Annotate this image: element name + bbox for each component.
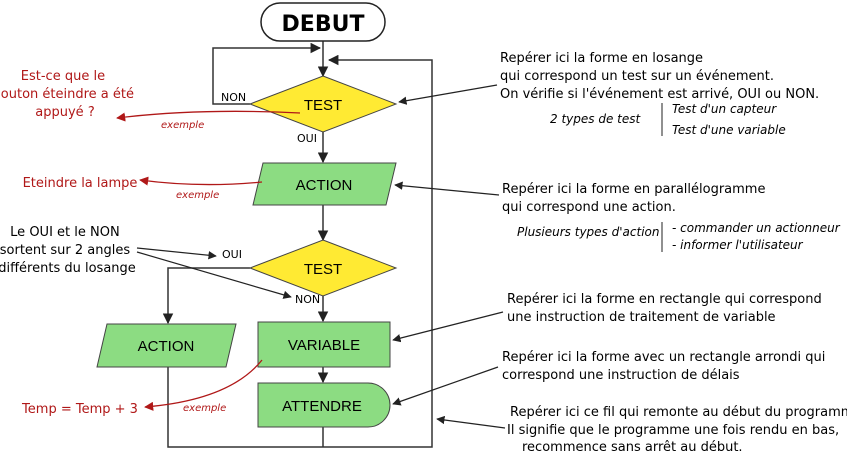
action-parallelogram-2 (96, 323, 237, 368)
example-test: Est-ce que le Bouton éteindre a été appu… (0, 69, 301, 131)
variable-rectangle (257, 321, 391, 368)
svg-text:Repérer ici ce fil qui remonte: Repérer ici ce fil qui remonte au début … (507, 405, 847, 455)
example-action: Eteindre la lampe exemple (23, 176, 263, 201)
svg-text:Temp = Temp + 3: Temp = Temp + 3 (21, 402, 138, 417)
note-test-shape: Repérer ici la forme en losange qui corr… (398, 51, 819, 137)
svg-text:Repérer ici la forme en losang: Repérer ici la forme en losange qui corr… (500, 51, 819, 102)
action-2-label: ACTION (138, 338, 195, 355)
test-2-yes-label: OUI (222, 248, 242, 261)
svg-text:Le OUI et le NON sortent: Le OUI et le NON sortent sur 2 angles di… (0, 225, 136, 276)
test-1-no-label: NON (221, 91, 246, 104)
action-parallelogram-1 (252, 162, 397, 206)
note-action-shape: Repérer ici la forme en parallélogramme … (394, 181, 844, 252)
svg-text:2 types de test: 2 types de test (550, 112, 641, 126)
note-loop-wire: Repérer ici ce fil qui remonte au début … (436, 405, 847, 455)
svg-text:- commander un actionneur: - commander un actionneur - informer l'u… (672, 221, 844, 252)
svg-text:exemple: exemple (183, 403, 226, 414)
test-1-yes-label: OUI (297, 132, 317, 145)
start-label: DEBUT (282, 12, 365, 37)
note-variable-shape: Repérer ici la forme en rectangle qui co… (392, 292, 826, 343)
svg-text:Repérer ici la forme en parall: Repérer ici la forme en parallélogramme … (502, 182, 770, 215)
svg-text:Test d'un capteur Test d: Test d'un capteur Test d'une variable (672, 102, 786, 137)
test-2-label: TEST (304, 261, 342, 278)
test-diamond-2 (248, 239, 398, 297)
variable-label: VARIABLE (288, 337, 360, 354)
svg-text:Repérer ici la forme avec un r: Repérer ici la forme avec un rectangle a… (502, 350, 830, 383)
note-oui-non: Le OUI et le NON sortent sur 2 angles di… (0, 225, 292, 299)
flow-lines (162, 41, 433, 448)
example-variable: Temp = Temp + 3 exemple (21, 359, 263, 417)
svg-text:Repérer ici la forme en rectan: Repérer ici la forme en rectangle qui co… (507, 292, 826, 325)
test-2-no-label: NON (295, 293, 320, 306)
start-terminal (260, 2, 386, 42)
action-1-label: ACTION (296, 177, 353, 194)
svg-text:exemple: exemple (176, 190, 219, 201)
note-wait-shape: Repérer ici la forme avec un rectangle a… (392, 350, 830, 406)
svg-text:Plusieurs types d'action: Plusieurs types d'action (517, 225, 659, 239)
test-diamond-1 (248, 75, 398, 133)
svg-text:exemple: exemple (161, 120, 204, 131)
test-1-label: TEST (304, 97, 342, 114)
wait-label: ATTENDRE (282, 398, 362, 415)
wait-delay-shape (257, 382, 391, 428)
svg-text:Est-ce que le Bouton éte: Est-ce que le Bouton éteindre a été appu… (0, 69, 138, 120)
svg-text:Eteindre la lampe: Eteindre la lampe (23, 176, 138, 191)
